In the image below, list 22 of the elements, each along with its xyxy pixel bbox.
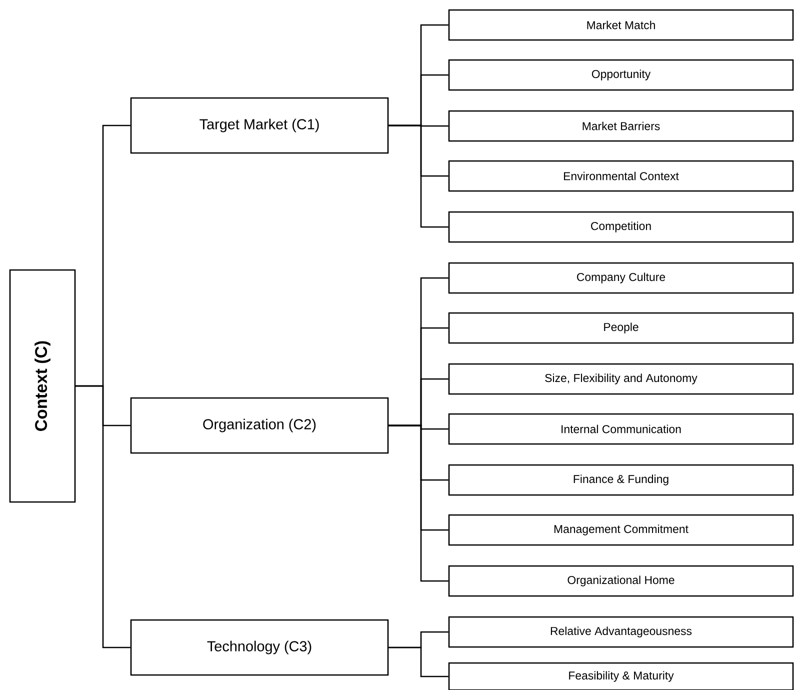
factor-box: Relative Advantageousness [448,616,794,648]
factor-box: Environmental Context [448,160,794,192]
connector-line [75,385,130,648]
factor-box: Competition [448,211,794,243]
factor-box: Size, Flexibility and Autonomy [448,363,794,395]
connector-line [388,424,448,582]
factor-box: Management Commitment [448,514,794,546]
category-box: Technology (C3) [130,619,389,676]
factor-box: Company Culture [448,262,794,294]
factor-box: Finance & Funding [448,464,794,496]
factor-box: People [448,312,794,344]
category-box: Organization (C2) [130,397,389,454]
factor-box: Market Barriers [448,110,794,142]
category-box: Target Market (C1) [130,97,389,154]
connector-line [388,646,448,678]
factor-box: Internal Communication [448,413,794,445]
factor-box: Organizational Home [448,565,794,597]
factor-box: Feasibility & Maturity [448,662,794,690]
connector-line [388,124,448,228]
factor-box: Opportunity [448,59,794,91]
factor-box: Market Match [448,9,794,41]
root-box: Context (C) [9,269,76,503]
